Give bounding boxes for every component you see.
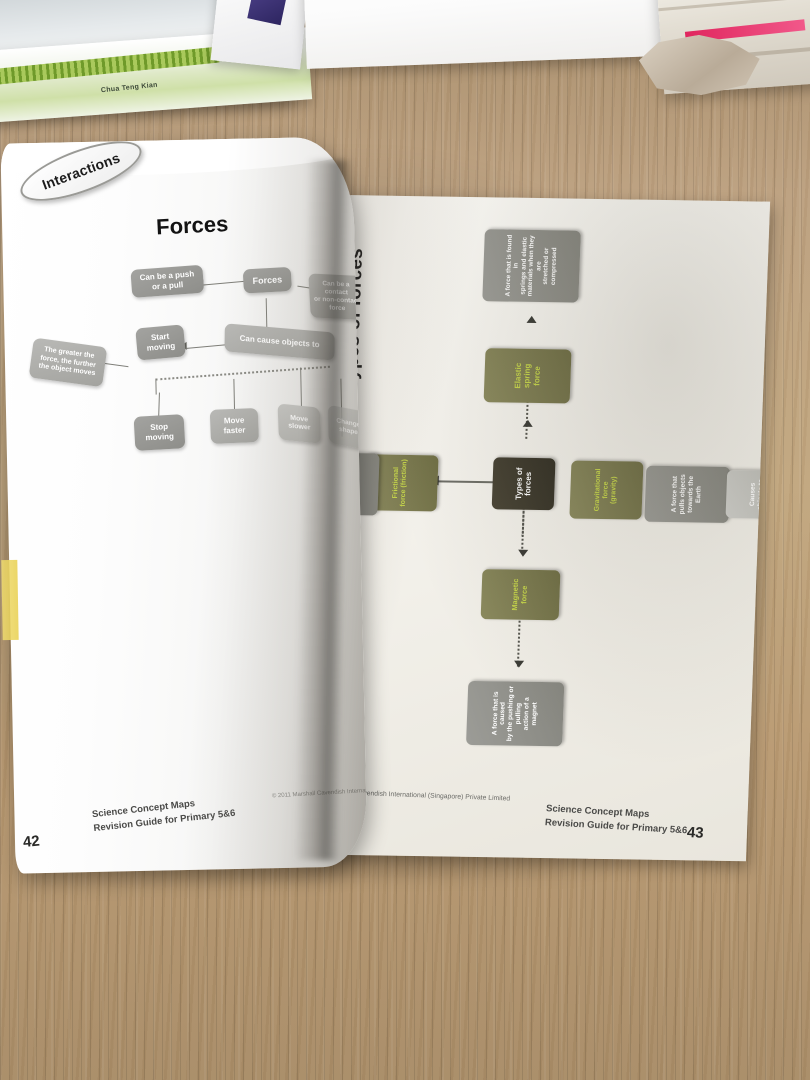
green-book-stripe: [0, 46, 220, 88]
green-book-author-label: Chua Teng Kian: [100, 81, 159, 95]
arrowhead-down-magnetic: [517, 549, 529, 557]
left-page-footer-title: Science Concept Maps Revision Guide for …: [91, 793, 236, 836]
connector-branch-left-drop: [155, 378, 157, 395]
node-magnetic-force: Magnetic force: [480, 569, 561, 621]
node-gravitational-force-label: Gravitational force(gravity): [593, 468, 619, 512]
left-page-number: 42: [22, 832, 41, 851]
arrowhead-up-elastic: [522, 419, 533, 427]
node-frictional-force-label: Frictional force (friction): [391, 459, 409, 507]
right-page-footer-title: Science Concept Maps Revision Guide for …: [544, 802, 688, 838]
left-page-title: Forces: [155, 211, 229, 240]
arrowhead-up-elastic-desc: [526, 315, 537, 323]
node-magnetic-force-label: Magnetic force: [510, 578, 529, 611]
page-edge-sticky-tab: [1, 559, 19, 641]
right-page-number: 43: [686, 823, 705, 842]
node-forces: Forces: [242, 266, 292, 294]
node-forces-label: Forces: [252, 273, 283, 286]
right-footer-line-2: Revision Guide for Primary 5&6: [544, 816, 688, 837]
node-gravitational-force: Gravitational force(gravity): [569, 460, 644, 520]
arrowhead-down-magnetic-desc: [513, 660, 525, 668]
book-edge-line-1: [658, 0, 810, 12]
